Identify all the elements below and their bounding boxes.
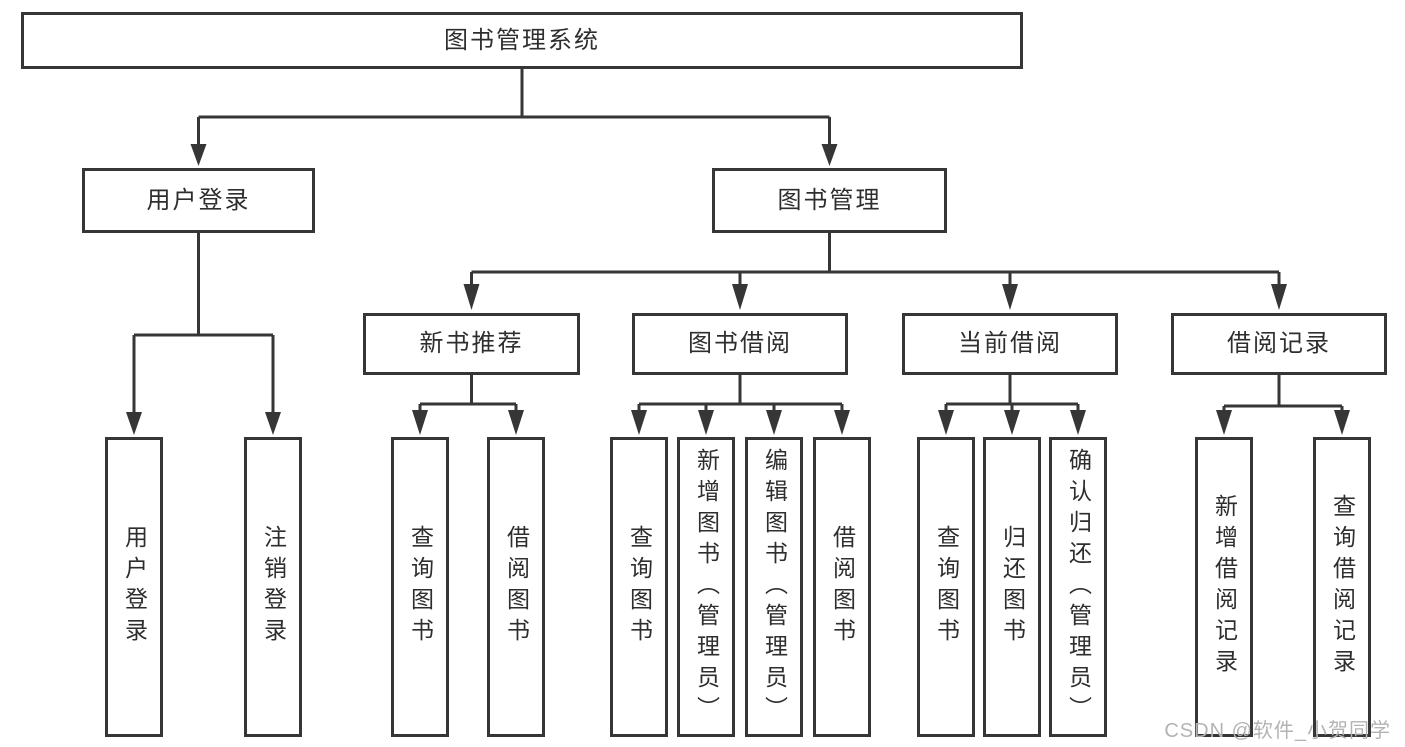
- leaf-add-borrow-record: 新增借阅记录: [1195, 437, 1253, 737]
- node-new-book-recommend: 新书推荐: [363, 313, 580, 375]
- leaf-borrow-query-book: 查询图书: [610, 437, 668, 737]
- node-root: 图书管理系统: [21, 12, 1023, 69]
- leaf-add-book-admin: 新增图书（管理员）: [677, 437, 735, 737]
- node-book-borrowing: 图书借阅: [632, 313, 848, 375]
- leaf-borrow-query-book-label: 查询图书: [626, 525, 653, 649]
- csdn-watermark: CSDN @软件_小贺同学: [1164, 720, 1391, 742]
- leaf-confirm-return-admin: 确认归还（管理员）: [1049, 437, 1107, 737]
- leaf-confirm-return-admin-label: 确认归还（管理员）: [1065, 447, 1092, 727]
- leaf-edit-book-admin-label: 编辑图书（管理员）: [761, 447, 788, 727]
- leaf-user-login: 用户登录: [105, 437, 163, 737]
- node-current-borrowing: 当前借阅: [902, 313, 1118, 375]
- leaf-recommend-query-book-label: 查询图书: [407, 525, 434, 649]
- leaf-add-borrow-record-label: 新增借阅记录: [1211, 494, 1238, 680]
- leaf-query-borrow-record: 查询借阅记录: [1313, 437, 1371, 737]
- node-root-label: 图书管理系统: [444, 26, 600, 54]
- leaf-recommend-borrow-book-label: 借阅图书: [503, 525, 530, 649]
- node-user-login: 用户登录: [82, 168, 315, 233]
- node-current-borrowing-label: 当前借阅: [958, 330, 1062, 357]
- leaf-add-book-admin-label: 新增图书（管理员）: [693, 447, 720, 727]
- node-borrowing-records-label: 借阅记录: [1227, 330, 1331, 357]
- leaf-query-borrow-record-label: 查询借阅记录: [1329, 494, 1356, 680]
- leaf-return-book: 归还图书: [983, 437, 1041, 737]
- leaf-logout-label: 注销登录: [260, 525, 287, 649]
- leaf-current-query-book-label: 查询图书: [933, 525, 960, 649]
- leaf-return-book-label: 归还图书: [999, 525, 1026, 649]
- leaf-logout: 注销登录: [244, 437, 302, 737]
- node-borrowing-records: 借阅记录: [1171, 313, 1387, 375]
- node-book-borrowing-label: 图书借阅: [688, 330, 792, 357]
- node-new-book-recommend-label: 新书推荐: [419, 330, 524, 357]
- node-book-management: 图书管理: [712, 168, 947, 233]
- leaf-borrow-book: 借阅图书: [813, 437, 871, 737]
- node-user-login-label: 用户登录: [146, 186, 251, 214]
- leaf-edit-book-admin: 编辑图书（管理员）: [745, 437, 803, 737]
- leaf-borrow-book-label: 借阅图书: [829, 525, 856, 649]
- leaf-recommend-query-book: 查询图书: [391, 437, 449, 737]
- leaf-current-query-book: 查询图书: [917, 437, 975, 737]
- leaf-recommend-borrow-book: 借阅图书: [487, 437, 545, 737]
- node-book-management-label: 图书管理: [777, 186, 882, 214]
- arrowhead-group: [126, 144, 1350, 435]
- leaf-user-login-label: 用户登录: [121, 525, 148, 649]
